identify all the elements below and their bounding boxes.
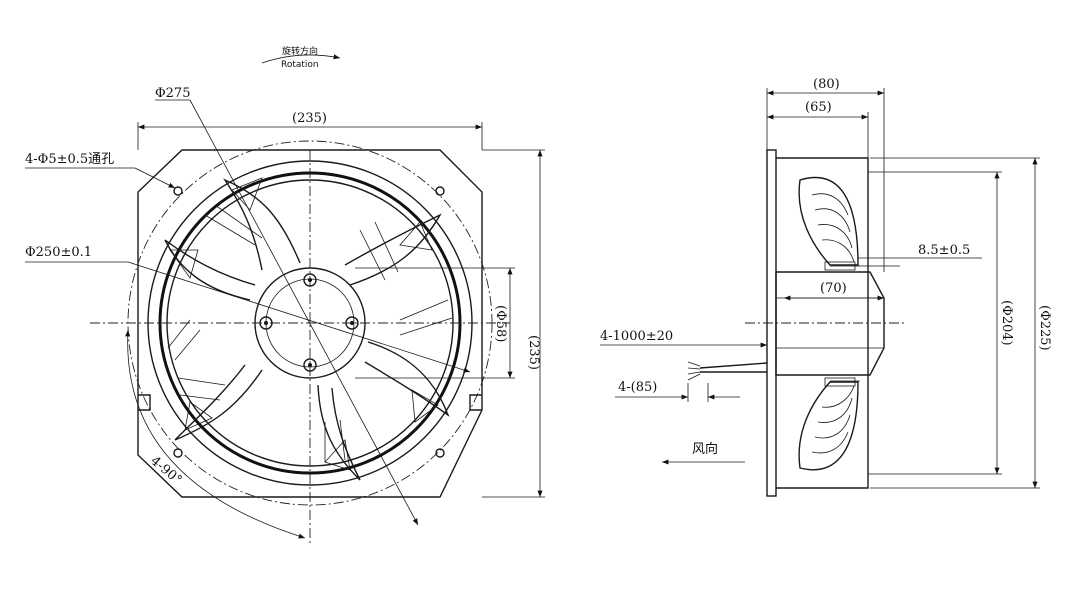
- mount-hole-tr: [435, 186, 445, 196]
- dim-dia-250: Φ250±0.1: [25, 245, 92, 260]
- dim-holes: 4-Φ5±0.5通孔: [25, 152, 114, 167]
- mount-hole-tl: [173, 186, 183, 196]
- dim-depth-65: (65): [805, 100, 832, 115]
- dim-height-235: (235): [526, 335, 541, 370]
- dim-dia-275: Φ275: [155, 86, 190, 101]
- side-view: (80) (65) 8.5±0.5 (70) (Φ204) (Φ225) 4-1…: [600, 77, 1052, 497]
- mount-hole-bl: [173, 448, 183, 458]
- dim-offset: 8.5±0.5: [918, 243, 970, 258]
- airflow-label: 风向: [692, 441, 718, 457]
- dim-hub-58: (Φ58): [493, 305, 508, 342]
- rotation-label-cn: 旋转方向: [282, 45, 318, 57]
- dim-cable-length: 4-1000±20: [600, 329, 673, 344]
- dim-dia-225: (Φ225): [1037, 305, 1052, 351]
- dim-width-235: (235): [292, 111, 327, 126]
- dim-dia-204: (Φ204): [999, 300, 1014, 346]
- dim-depth-80: (80): [813, 77, 840, 92]
- upper-blade: [798, 176, 859, 266]
- front-view: 旋转方向 Rotation Φ275 (235) 4-Φ5±0.5通孔 Φ250…: [25, 45, 545, 545]
- housing-outline: [137, 149, 483, 498]
- side-notch: [469, 394, 482, 411]
- rotation-label-en: Rotation: [281, 60, 319, 70]
- dim-strip-length: 4-(85): [618, 380, 657, 395]
- cable: [699, 362, 768, 373]
- dim-motor-70: (70): [820, 281, 847, 296]
- dim-angle-90: 4-90°: [147, 454, 184, 488]
- mount-hole-br: [435, 448, 445, 458]
- lower-blade: [798, 381, 859, 471]
